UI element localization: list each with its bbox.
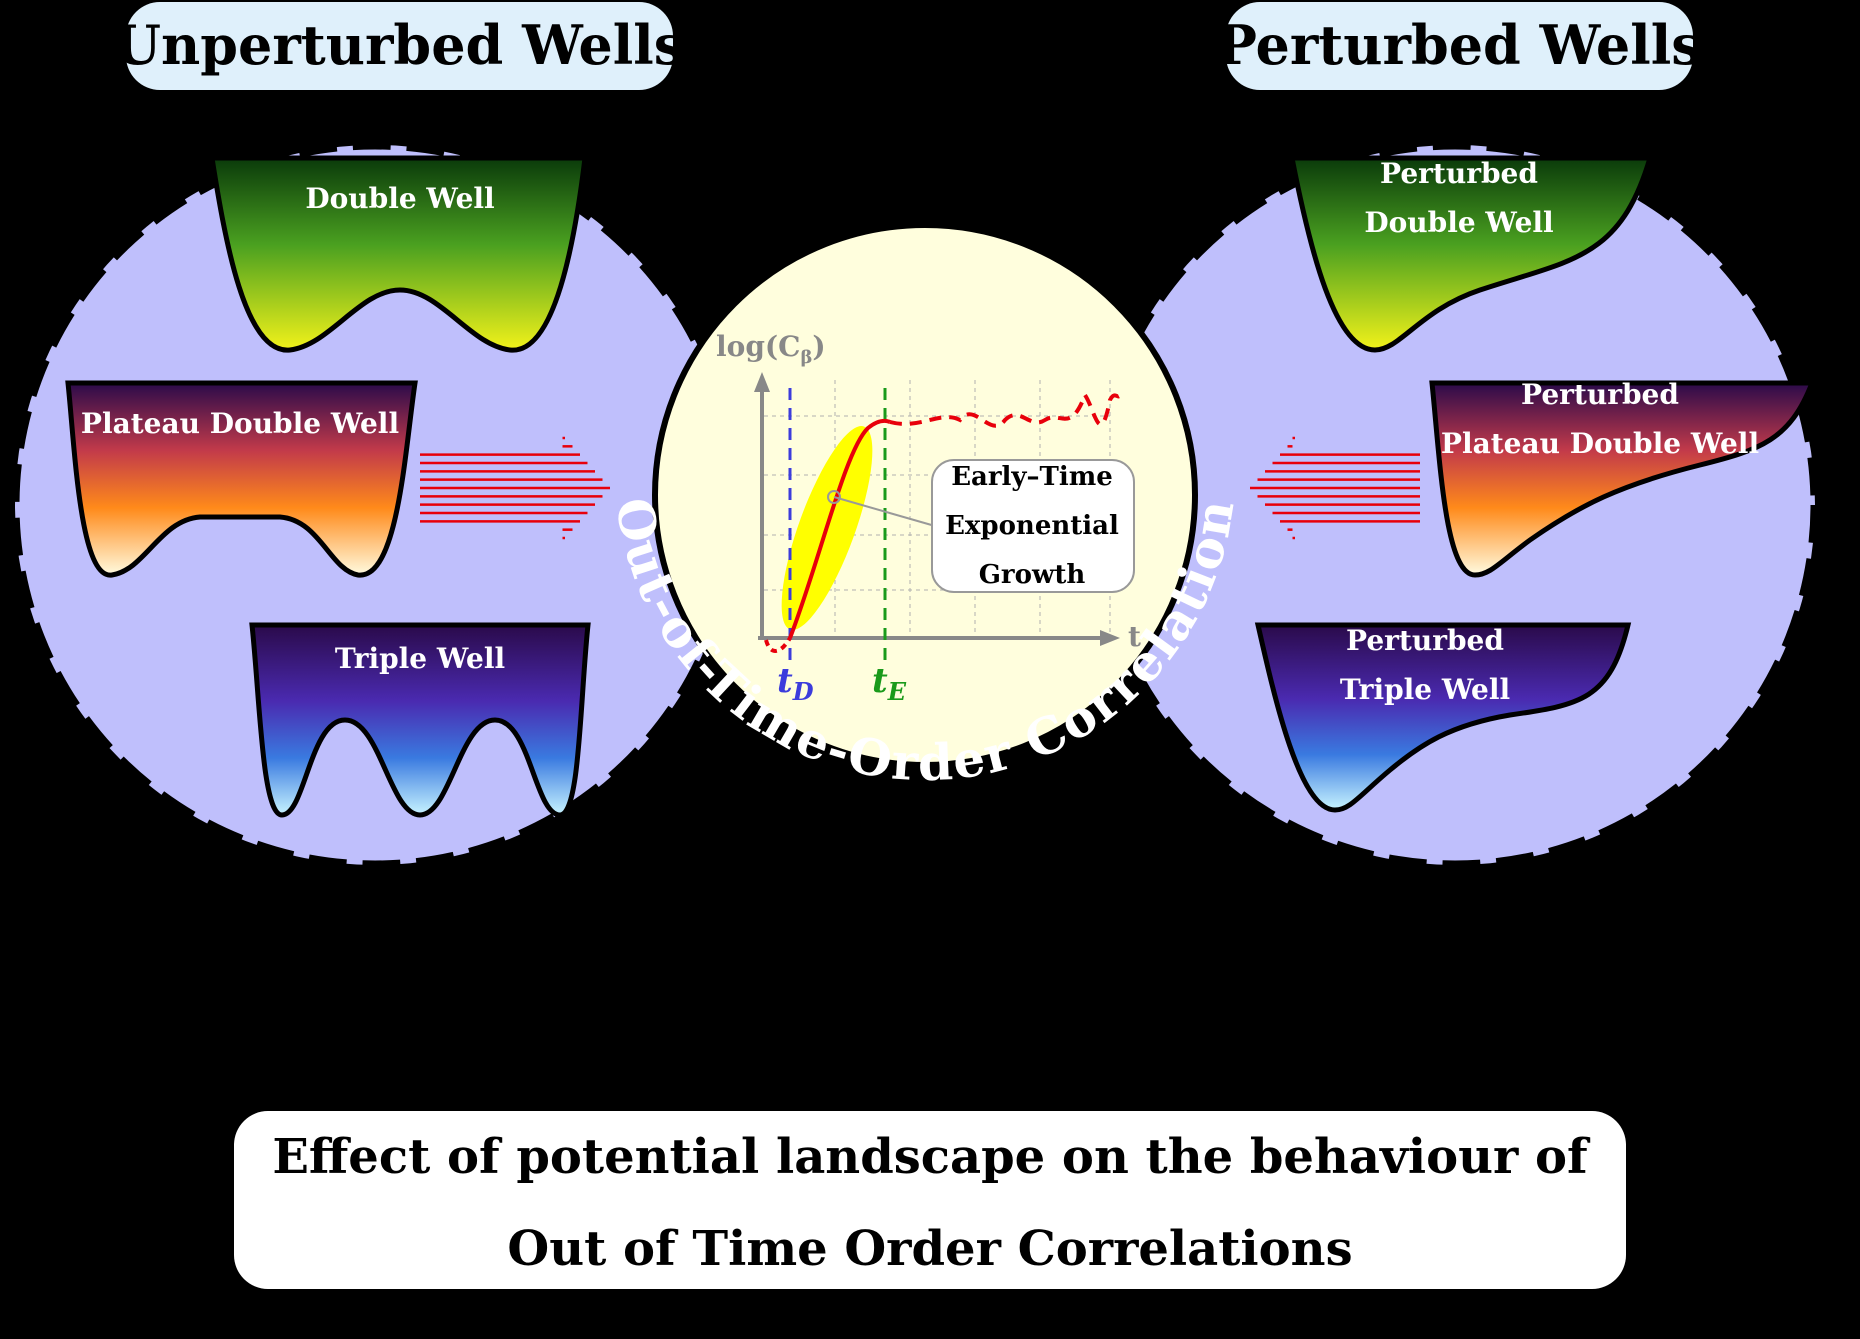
early-dashed-curve <box>764 636 792 653</box>
perturbed-triple-label-1: Perturbed <box>1346 624 1504 657</box>
perturbed-header-box <box>1226 2 1693 90</box>
triple-well: Triple Well <box>249 622 591 818</box>
y-axis-label: log(Cβ) <box>716 330 826 368</box>
x-axis-label: t <box>1128 620 1141 653</box>
unperturbed-header: Unperturbed Wells <box>114 13 684 77</box>
perturbed-triple-label-2: Triple Well <box>1340 673 1510 706</box>
callout-line-1: Early–Time <box>951 462 1113 492</box>
unperturbed-header-box <box>126 2 673 90</box>
callout-line-2: Exponential <box>945 511 1119 541</box>
perturbed-header: Perturbed Wells <box>1216 13 1701 77</box>
callout-line-3: Growth <box>979 560 1086 590</box>
perturbed-double-well-label-1: Perturbed <box>1380 157 1538 190</box>
arrow-right-icon <box>420 436 610 540</box>
double-well-label: Double Well <box>305 182 494 215</box>
perturbed-triple-well: Perturbed Triple Well <box>1254 622 1632 813</box>
t-d-label: tD <box>777 661 814 706</box>
saturation-dashed-curve <box>889 390 1122 428</box>
callout-box <box>931 459 1135 593</box>
perturbed-double-well-label-2: Double Well <box>1364 206 1553 239</box>
otoc-plot: Early–Time Exponential Growth log(Cβ) t … <box>716 330 1141 706</box>
perturbed-plateau-label-1: Perturbed <box>1521 378 1679 411</box>
caption-line-1: Effect of potential landscape on the beh… <box>272 1129 1591 1185</box>
t-e-label: tE <box>872 661 907 706</box>
perturbed-plateau-double-well: Perturbed Plateau Double Well <box>1429 378 1816 578</box>
perturbed-double-well: Perturbed Double Well <box>1288 155 1654 353</box>
callout-leader <box>833 496 936 527</box>
exponential-growth-curve <box>788 418 891 639</box>
caption-line-2: Out of Time Order Correlations <box>507 1221 1352 1277</box>
x-axis-arrow-icon <box>1100 630 1120 646</box>
plateau-double-well: Plateau Double Well <box>65 380 418 578</box>
caption-box <box>234 1111 1626 1289</box>
y-axis-arrow-icon <box>754 372 770 392</box>
plateau-double-well-label: Plateau Double Well <box>81 407 399 440</box>
perturbed-plateau-label-2: Plateau Double Well <box>1441 427 1759 460</box>
triple-well-label: Triple Well <box>335 642 505 675</box>
arrow-left-icon <box>1250 436 1420 540</box>
callout-anchor-icon <box>827 490 841 504</box>
double-well: Double Well <box>209 155 588 353</box>
